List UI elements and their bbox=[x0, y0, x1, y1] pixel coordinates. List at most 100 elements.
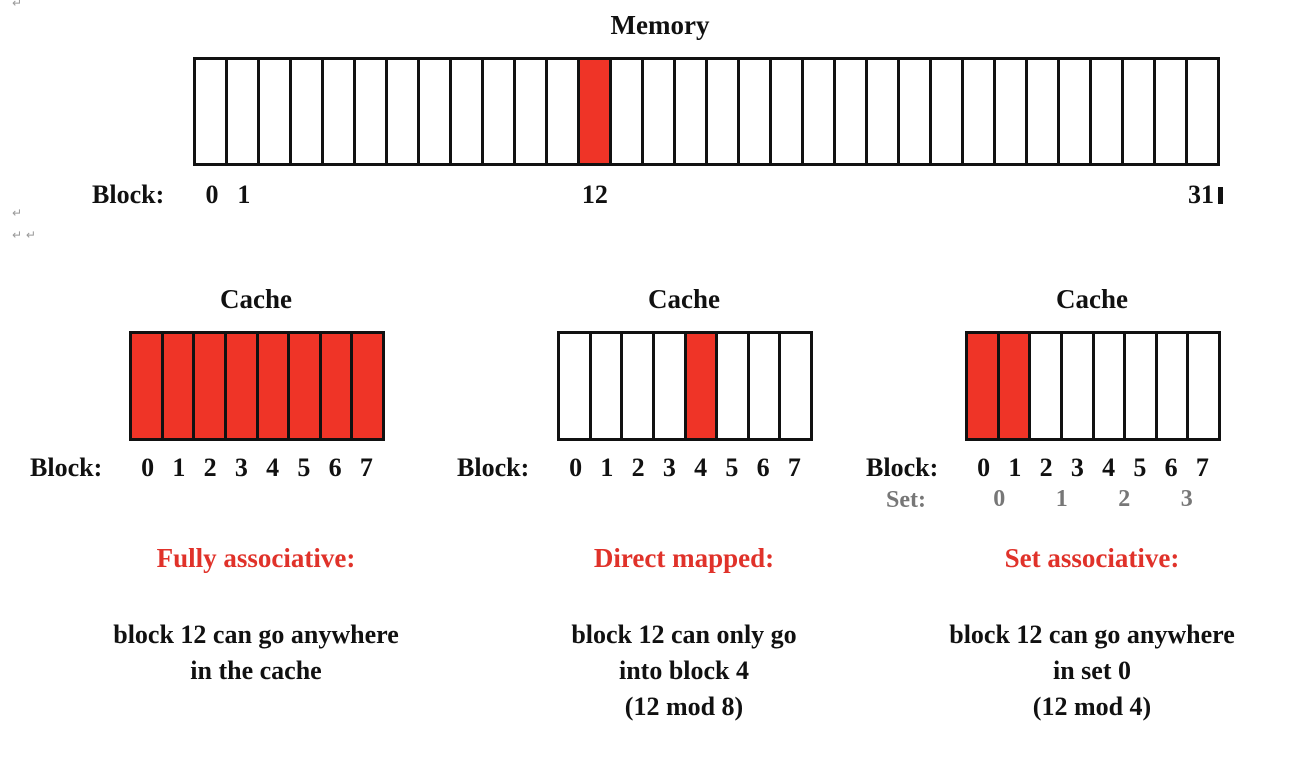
cache-block-highlighted bbox=[321, 334, 354, 438]
memory-block bbox=[292, 60, 324, 163]
cache-block-number: 2 bbox=[1039, 453, 1053, 482]
cache-set-number: 1 bbox=[1055, 486, 1068, 512]
cache-block-highlighted bbox=[226, 334, 259, 438]
cache-block-highlighted bbox=[132, 334, 164, 438]
cache-block-number: 7 bbox=[1195, 453, 1209, 482]
memory-block bbox=[548, 60, 580, 163]
memory-tick-label: 1 bbox=[237, 180, 251, 209]
memory-block bbox=[356, 60, 388, 163]
cache-block-number: 3 bbox=[1070, 453, 1084, 482]
cache-block-number: 2 bbox=[203, 453, 217, 482]
cache-strip bbox=[965, 331, 1221, 441]
cache-block-label: Block: bbox=[457, 453, 530, 482]
cache-block-highlighted bbox=[999, 334, 1032, 438]
cache-block-number: 3 bbox=[234, 453, 248, 482]
memory-title: Memory bbox=[610, 10, 710, 40]
memory-block bbox=[1156, 60, 1188, 163]
memory-block bbox=[452, 60, 484, 163]
cache-block-highlighted bbox=[353, 334, 382, 438]
memory-block bbox=[516, 60, 548, 163]
cache-title: Cache bbox=[1056, 284, 1128, 314]
cache-block bbox=[560, 334, 592, 438]
cache-set-number: 0 bbox=[993, 486, 1006, 512]
cache-set-number: 3 bbox=[1180, 486, 1193, 512]
cache-block-label: Block: bbox=[30, 453, 103, 482]
memory-tick-label: 31 bbox=[1188, 180, 1215, 209]
memory-block bbox=[644, 60, 676, 163]
memory-block bbox=[868, 60, 900, 163]
cache-block bbox=[1158, 334, 1190, 438]
cache-block-number: 5 bbox=[1133, 453, 1147, 482]
cache-block-highlighted bbox=[163, 334, 196, 438]
memory-block bbox=[932, 60, 964, 163]
memory-block bbox=[836, 60, 868, 163]
cache-block-number: 4 bbox=[1102, 453, 1116, 482]
cache-block-number: 0 bbox=[569, 453, 583, 482]
cache-block-label: Block: bbox=[866, 453, 939, 482]
cache-block-number: 0 bbox=[977, 453, 991, 482]
cache-block-highlighted bbox=[686, 334, 719, 438]
cache-block bbox=[781, 334, 810, 438]
cache-block bbox=[1063, 334, 1095, 438]
memory-block bbox=[260, 60, 292, 163]
memory-tick-label: 0 bbox=[205, 180, 219, 209]
cache-title: Cache bbox=[648, 284, 720, 314]
cache-block-number: 0 bbox=[141, 453, 155, 482]
memory-block bbox=[996, 60, 1028, 163]
cache-block-number: 4 bbox=[266, 453, 280, 482]
cache-block-number: 1 bbox=[1008, 453, 1022, 482]
cache-block-number: 7 bbox=[359, 453, 373, 482]
memory-block bbox=[612, 60, 644, 163]
memory-block bbox=[420, 60, 452, 163]
cache-block-number: 6 bbox=[1164, 453, 1178, 482]
cache-block bbox=[1189, 334, 1218, 438]
cache-block-highlighted bbox=[290, 334, 322, 438]
scheme-description-line: block 12 can only go bbox=[571, 620, 797, 649]
cache-block-highlighted bbox=[258, 334, 291, 438]
memory-block bbox=[1124, 60, 1156, 163]
cache-block bbox=[1095, 334, 1127, 438]
memory-block bbox=[1092, 60, 1124, 163]
memory-tick-label: 12 bbox=[581, 180, 608, 209]
scheme-description-line: into block 4 bbox=[618, 656, 750, 685]
memory-block-label: Block: bbox=[92, 180, 165, 209]
memory-block bbox=[228, 60, 260, 163]
cursor-marker bbox=[1218, 187, 1223, 204]
scheme-description-line: in the cache bbox=[190, 656, 322, 685]
cache-block-highlighted bbox=[195, 334, 227, 438]
cache-block-highlighted bbox=[968, 334, 1000, 438]
paragraph-mark: ↵ ↵ bbox=[12, 228, 36, 242]
memory-strip bbox=[193, 57, 1220, 166]
memory-block bbox=[740, 60, 772, 163]
memory-block bbox=[196, 60, 228, 163]
memory-block bbox=[1060, 60, 1092, 163]
cache-block bbox=[1031, 334, 1063, 438]
cache-block bbox=[623, 334, 655, 438]
cache-block-number: 2 bbox=[631, 453, 645, 482]
memory-block bbox=[804, 60, 836, 163]
cache-block-number: 5 bbox=[725, 453, 739, 482]
cache-block-number: 3 bbox=[662, 453, 676, 482]
paragraph-mark: ↵ bbox=[12, 206, 23, 220]
cache-set-label: Set: bbox=[886, 487, 926, 513]
memory-block bbox=[772, 60, 804, 163]
scheme-description-line: in set 0 bbox=[1053, 656, 1131, 685]
cache-block bbox=[1126, 334, 1158, 438]
scheme-heading: Fully associative: bbox=[156, 543, 356, 573]
memory-block bbox=[708, 60, 740, 163]
cache-block-number: 7 bbox=[787, 453, 801, 482]
memory-block bbox=[388, 60, 420, 163]
cache-block-number: 1 bbox=[172, 453, 186, 482]
cache-title: Cache bbox=[220, 284, 292, 314]
scheme-heading: Direct mapped: bbox=[593, 543, 775, 573]
cache-block-number: 1 bbox=[600, 453, 614, 482]
scheme-heading: Set associative: bbox=[1004, 543, 1180, 573]
memory-block bbox=[1028, 60, 1060, 163]
cache-block bbox=[655, 334, 687, 438]
cache-strip bbox=[557, 331, 813, 441]
cache-block bbox=[592, 334, 624, 438]
cache-block-number: 6 bbox=[756, 453, 770, 482]
